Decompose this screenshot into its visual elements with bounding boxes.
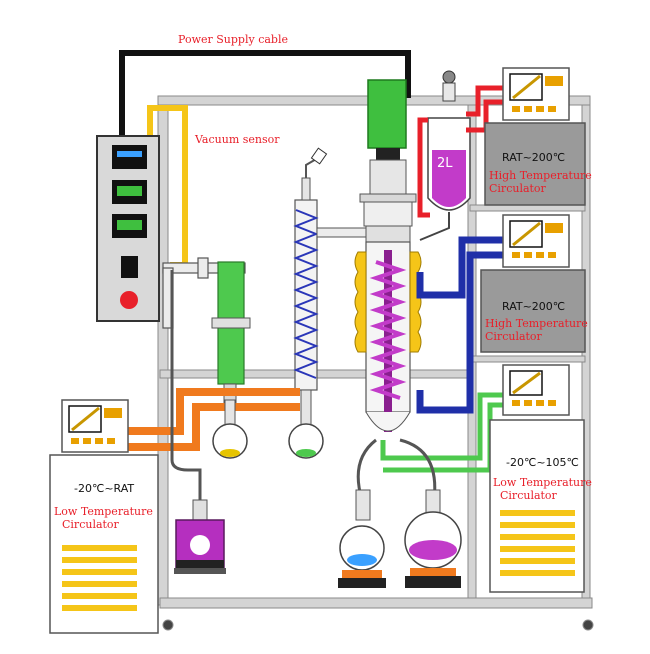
vacuum-pump-icon <box>170 270 226 574</box>
low-temp-condenser-lines <box>128 388 300 451</box>
low-temp-circulator-right <box>489 364 585 593</box>
cold-trap-icon <box>211 261 251 405</box>
high-temp-2-name-line1: High Temperature <box>485 317 588 330</box>
high-temp-2-range: RAT~200℃ <box>502 300 566 313</box>
high-temp-1-name-line2: Circulator <box>489 182 546 195</box>
flask-volume-label: 2L <box>437 156 453 171</box>
feed-flask-icon <box>419 70 471 241</box>
high-temp-1-name-line1: High Temperature <box>489 169 592 182</box>
power-supply-cable <box>119 50 411 138</box>
high-temp-line-1 <box>417 85 503 218</box>
low-temp-circulator-left <box>49 399 159 634</box>
low-temp-right-name-line1: Low Temperature <box>493 476 592 489</box>
collection-flasks <box>338 438 462 588</box>
receiving-flasks <box>212 389 324 459</box>
vacuum-sensor-label: Vacuum sensor <box>195 133 280 146</box>
coil-condenser-icon <box>293 147 373 391</box>
high-temp-line-2 <box>416 236 503 414</box>
low-temp-right-range: -20℃~105℃ <box>506 456 579 469</box>
power-supply-label: Power Supply cable <box>178 33 288 46</box>
wiped-film-column-icon <box>354 79 422 432</box>
low-temp-left-name-line1: Low Temperature <box>54 505 153 518</box>
low-temp-left-name-line2: Circulator <box>62 518 119 531</box>
high-temp-circulator-2 <box>480 214 586 353</box>
control-panel-icon <box>96 135 160 322</box>
high-temp-1-range: RAT~200℃ <box>502 151 566 164</box>
low-temp-left-range: -20℃~RAT <box>74 482 135 495</box>
high-temp-2-name-line2: Circulator <box>485 330 542 343</box>
low-temp-right-name-line2: Circulator <box>500 489 557 502</box>
high-temp-circulator-1 <box>484 67 586 206</box>
